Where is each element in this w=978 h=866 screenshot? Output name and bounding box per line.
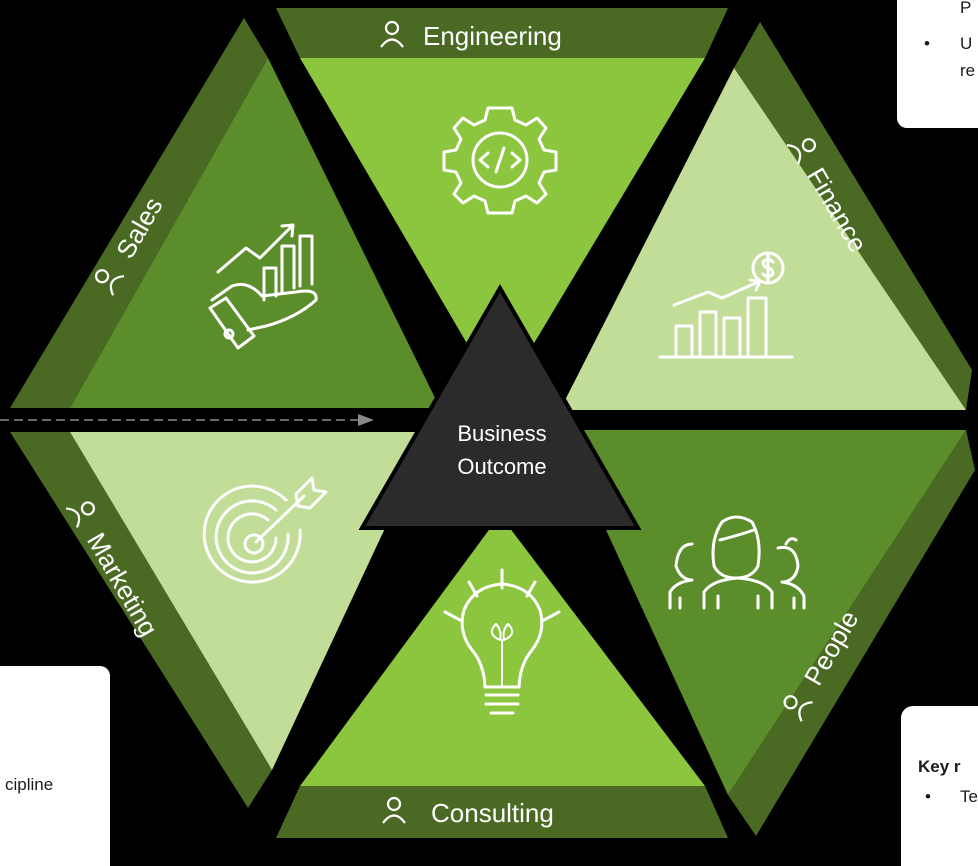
center-label-line1: Business (457, 421, 546, 446)
lightbulb-icon (443, 568, 561, 715)
card-text-line: U (960, 34, 973, 53)
person-icon (65, 501, 96, 528)
team-people-icon (668, 515, 806, 610)
connector-arrowhead (358, 414, 374, 426)
card-heading: Key r (918, 757, 961, 776)
hexagon-diagram: Business Outcome Engineering Consulting … (0, 8, 975, 838)
center-label-line2: Outcome (457, 454, 546, 479)
bullet-dot: • (924, 34, 930, 53)
person-icon (783, 695, 813, 722)
person-icon (94, 269, 125, 296)
segment-marketing (10, 432, 430, 808)
center-business-outcome: Business Outcome (358, 283, 642, 530)
info-card-top-right: P • U re (897, 0, 978, 128)
person-icon (382, 796, 406, 824)
label-consulting: Consulting (382, 796, 554, 828)
segment-sales (10, 18, 440, 408)
consulting-label: Consulting (431, 798, 554, 828)
card-text-line: P (960, 0, 972, 17)
person-icon (380, 20, 404, 48)
info-card-bottom-right: Key r • Te (901, 706, 978, 866)
info-card-bottom-left: cipline (0, 666, 110, 866)
target-arrow-icon (202, 476, 328, 584)
label-engineering: Engineering (380, 20, 562, 51)
segment-finance (560, 22, 972, 410)
bullet-dot: • (925, 787, 931, 806)
segment-people (560, 430, 975, 836)
card-text-line: cipline (5, 775, 54, 794)
card-text-line: Te (960, 787, 978, 806)
dollar-growth-chart-icon (658, 251, 794, 359)
hand-growth-chart-icon (208, 223, 318, 350)
person-icon (786, 138, 817, 165)
segment-engineering (276, 8, 728, 400)
engineering-label: Engineering (423, 21, 562, 51)
card-text-line: re (960, 61, 976, 80)
code-gear-icon (442, 106, 558, 215)
